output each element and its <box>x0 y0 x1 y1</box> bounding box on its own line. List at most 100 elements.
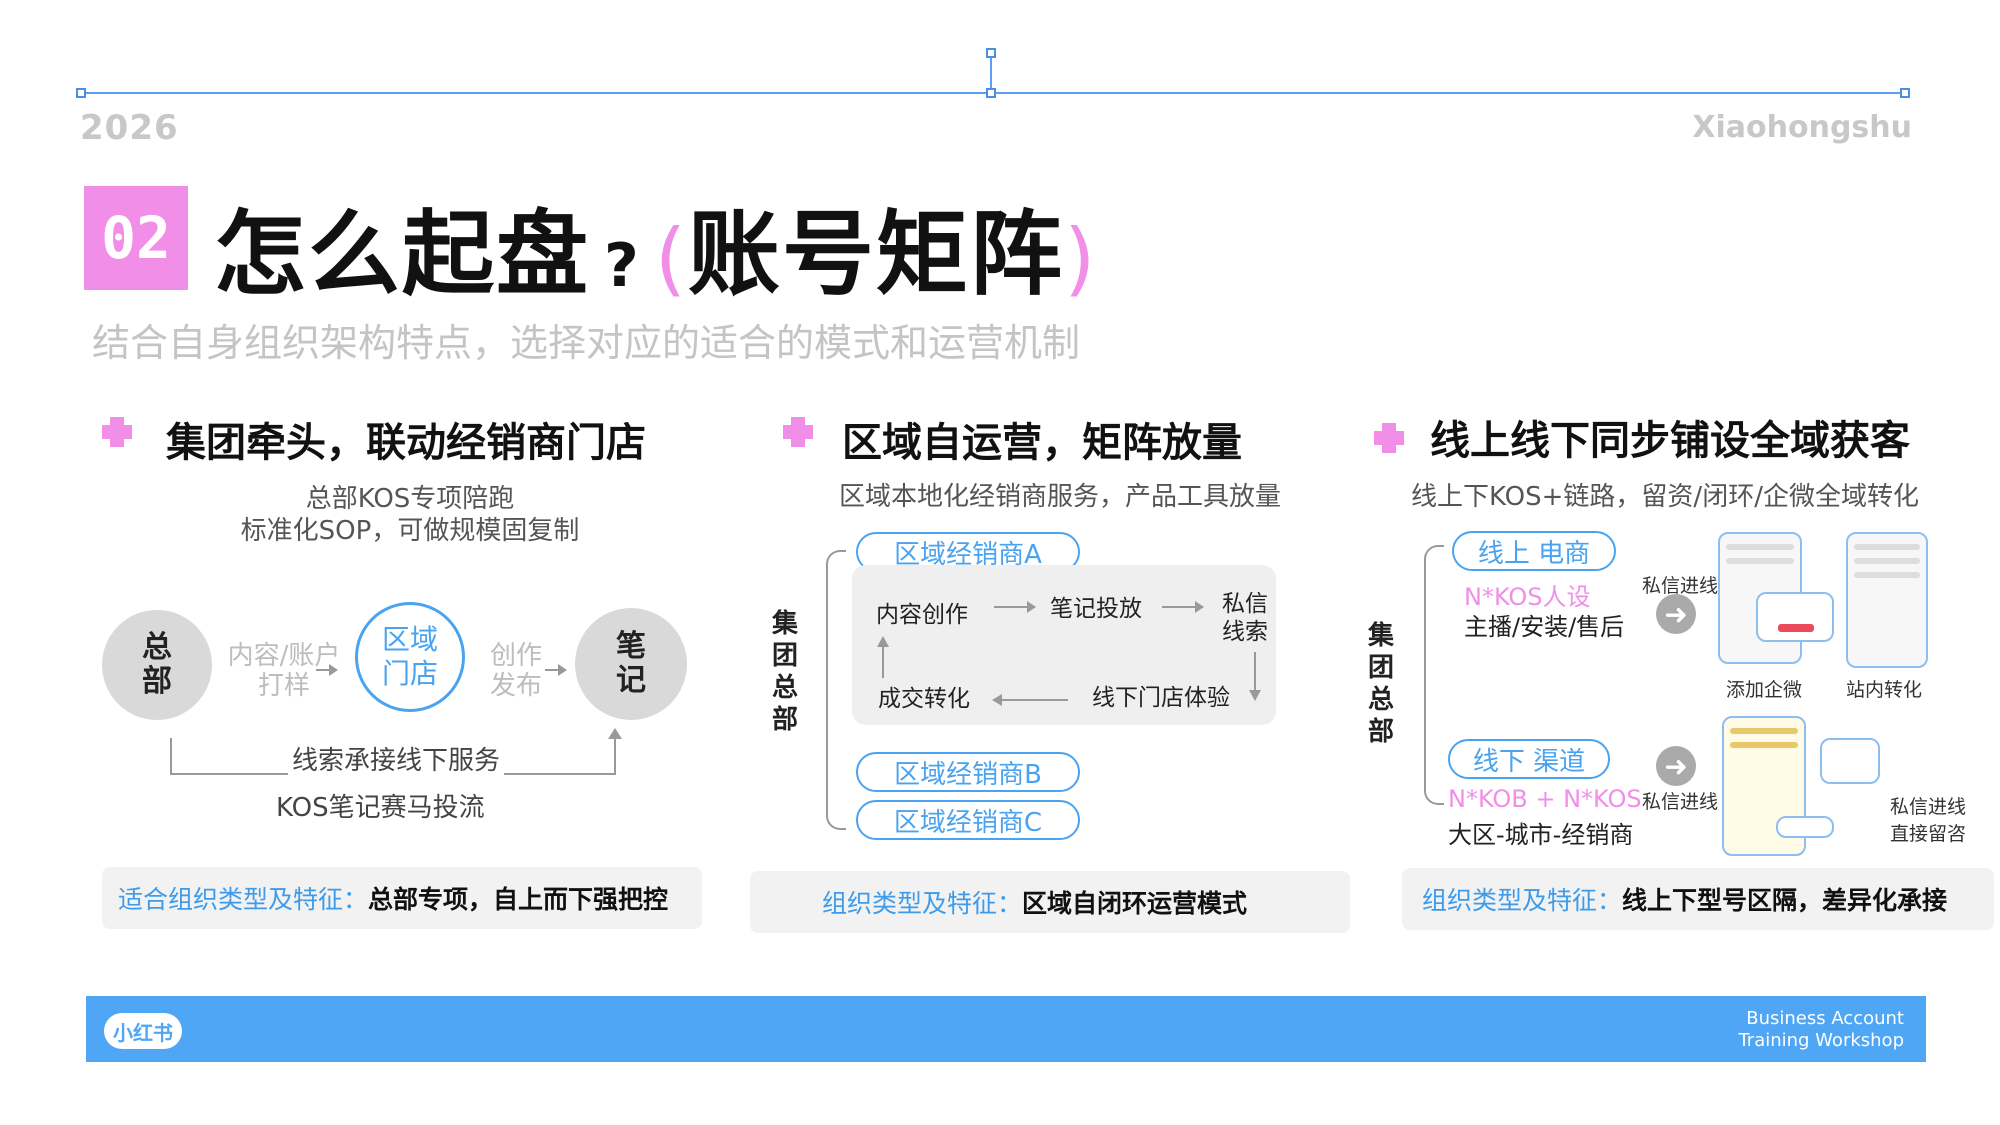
brace <box>826 550 846 830</box>
col3-heading: 线上线下同步铺设全域获客 <box>1430 418 1910 464</box>
label-sample: 内容/账户打样 <box>224 641 344 701</box>
label-sample-line2: 打样 <box>257 671 310 701</box>
label-publish: 创作发布 <box>476 641 556 701</box>
page-subtitle: 结合自身组织架构特点，选择对应的适合的模式和运营机制 <box>92 321 1081 365</box>
pill-dealer-c: 区域经销商C <box>856 800 1080 840</box>
col3-tag-value: 线上下型号区隔，差异化承接 <box>1622 886 1948 915</box>
col2-vertical-label: 集团总部 <box>770 608 800 736</box>
pill-dealer-a: 区域经销商A <box>856 532 1080 572</box>
offline-roles: 大区-城市-经销商 <box>1448 821 1634 849</box>
arrow-down-icon <box>1249 690 1261 701</box>
reply-mockup <box>1776 816 1834 838</box>
title-highlight: 账号矩阵 <box>688 201 1065 308</box>
col1-bottom1: 线索承接线下服务 <box>288 740 505 777</box>
year-label: 2026 <box>80 108 179 148</box>
col3-sub: 线上下KOS+链路，留资/闭环/企微全域转化 <box>1411 482 1919 512</box>
col2-tag-key: 组织类型及特征： <box>822 889 1023 918</box>
node-hq-line1: 总 <box>142 630 172 665</box>
flow-content: 内容创作 <box>876 602 968 628</box>
brand-label: Xiaohongshu <box>1692 110 1912 145</box>
pill-offline: 线下 渠道 <box>1448 739 1610 779</box>
arrow-right-circle-icon: ➜ <box>1656 594 1696 634</box>
footer-logo: 小红书 <box>104 1013 182 1049</box>
label-publish-line2: 发布 <box>489 671 542 701</box>
online-roles: 主播/安装/售后 <box>1464 613 1625 641</box>
section-number: 02 <box>84 186 188 290</box>
private-lead-2: 直接留咨 <box>1890 823 1967 845</box>
col1-sub2: 标准化SOP，可做规模固复制 <box>240 516 580 546</box>
arrow-right-icon <box>545 664 567 676</box>
flow-private-2: 线索 <box>1222 619 1268 645</box>
pill-dealer-b: 区域经销商B <box>856 752 1080 792</box>
col1-bottom2: KOS笔记赛马投流 <box>276 793 485 823</box>
title-bracket-close: ) <box>1064 212 1098 305</box>
flow-private-1: 私信 <box>1222 591 1268 617</box>
col3-vertical-label: 集团总部 <box>1366 620 1396 748</box>
flow-offline: 线下门店体验 <box>1092 685 1230 711</box>
guide-handle-stem <box>990 55 992 93</box>
add-wechat-label: 添加企微 <box>1726 679 1803 701</box>
arrow-right-icon <box>316 664 338 676</box>
private-in-1: 私信进线 <box>1642 575 1719 597</box>
node-note: 笔记 <box>575 608 687 720</box>
col2-vert-1: 集 <box>771 609 798 639</box>
flow-panel <box>852 565 1276 725</box>
guide-handle-top[interactable] <box>986 48 996 58</box>
chat-mockup <box>1820 738 1880 784</box>
col3-vert-2: 团 <box>1367 653 1394 683</box>
flow-note: 笔记投放 <box>1050 596 1142 622</box>
footer-line1: Business Account <box>1746 1008 1904 1029</box>
guide-handle-right[interactable] <box>1900 88 1910 98</box>
bracket-right <box>614 738 616 774</box>
page-title: 怎么起盘?(账号矩阵) <box>214 180 1097 313</box>
node-store-line2: 门店 <box>381 657 438 690</box>
node-store-line1: 区域 <box>381 623 438 656</box>
private-in-2: 私信进线 <box>1642 791 1719 813</box>
node-note-line1: 笔 <box>616 629 646 664</box>
private-lead-1: 私信进线 <box>1890 796 1967 818</box>
offline-pink: N*KOB + N*KOS <box>1448 785 1642 813</box>
col3-tag: 组织类型及特征：线上下型号区隔，差异化承接 <box>1402 868 1994 930</box>
plus-icon <box>1374 423 1404 453</box>
col2-heading: 区域自运营，矩阵放量 <box>842 420 1242 466</box>
col2-sub: 区域本地化经销商服务，产品工具放量 <box>838 482 1281 512</box>
node-note-line2: 记 <box>616 663 646 698</box>
brace <box>1424 545 1444 805</box>
flow-private: 私信线索 <box>1222 590 1268 646</box>
title-bracket-open: ( <box>654 212 689 305</box>
col1-sub1: 总部KOS专项陪跑 <box>305 484 515 514</box>
col3-vert-1: 集 <box>1367 621 1394 651</box>
col3-tag-key: 组织类型及特征： <box>1422 886 1623 915</box>
node-store: 区域门店 <box>355 602 465 712</box>
node-hq: 总部 <box>102 610 212 720</box>
col2-vert-3: 总 <box>771 673 798 703</box>
arrow-up-line <box>882 644 884 678</box>
col2-tag-value: 区域自闭环运营模式 <box>1022 889 1248 918</box>
online-pink: N*KOS人设 <box>1464 583 1591 611</box>
footer-line2: Training Workshop <box>1738 1030 1904 1051</box>
arrow-right-icon <box>1162 601 1204 613</box>
plus-icon <box>102 417 132 447</box>
pill-online: 线上 电商 <box>1452 531 1616 571</box>
bracket-left <box>170 738 172 774</box>
col2-tag: 组织类型及特征：区域自闭环运营模式 <box>750 871 1350 933</box>
label-sample-line1: 内容/账户 <box>227 641 341 671</box>
phone-mockup <box>1846 532 1928 668</box>
guide-handle-left[interactable] <box>76 88 86 98</box>
arrow-right-icon <box>994 601 1036 613</box>
title-question: ? <box>604 231 641 301</box>
col1-tag-value: 总部专项，自上而下强把控 <box>368 885 669 914</box>
arrow-left-icon <box>992 694 1002 706</box>
guide-handle-center[interactable] <box>986 88 996 98</box>
col1-tag-key: 适合组织类型及特征： <box>118 885 369 914</box>
col1-heading: 集团牵头，联动经销商门店 <box>166 420 646 466</box>
label-publish-line1: 创作 <box>489 641 542 671</box>
footer-caption: Business Account Training Workshop <box>1738 1008 1904 1052</box>
popup-mockup <box>1756 592 1834 642</box>
plus-icon <box>783 417 813 447</box>
arrow-left-line <box>1000 699 1068 701</box>
col2-vert-2: 团 <box>771 641 798 671</box>
col3-vert-4: 部 <box>1367 717 1394 747</box>
arrow-up-icon <box>877 636 889 647</box>
in-app-label: 站内转化 <box>1846 679 1923 701</box>
